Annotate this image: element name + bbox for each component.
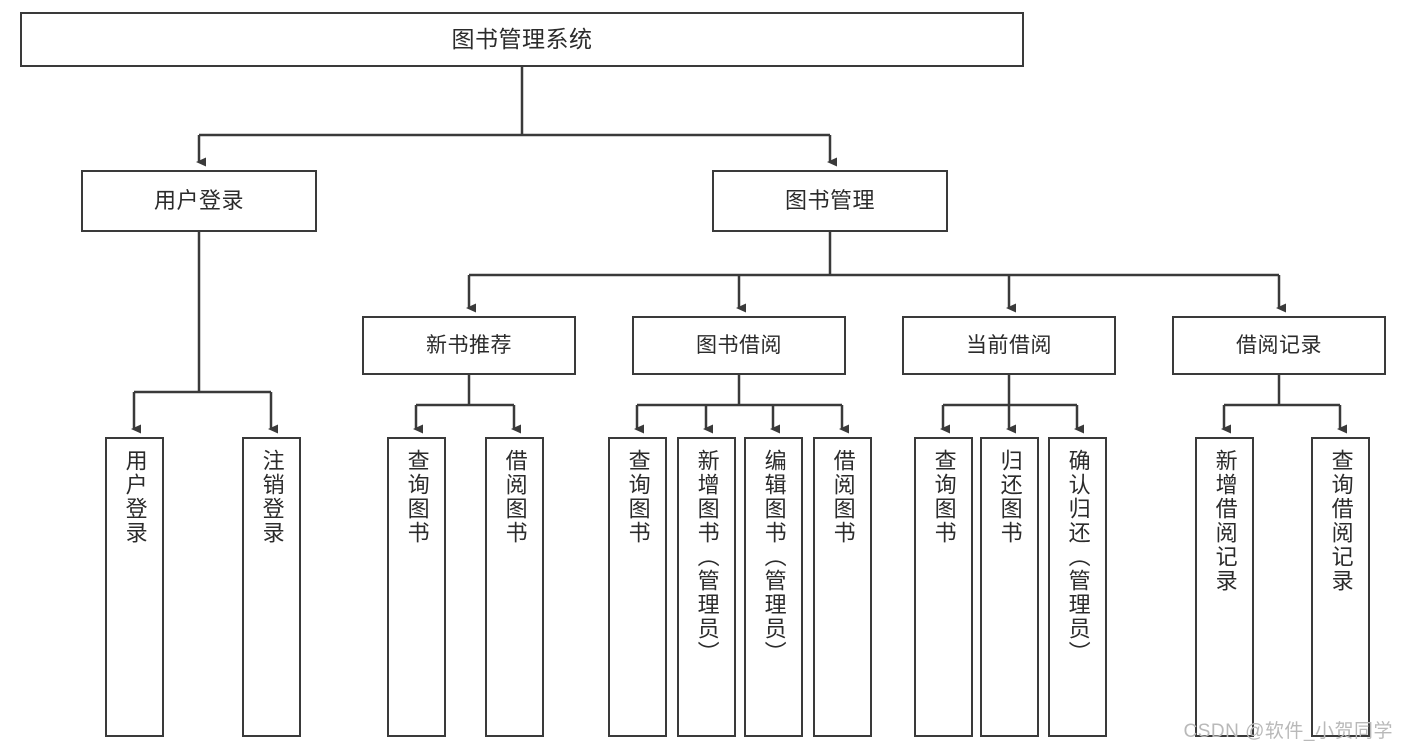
leaf-add-borrow-record[interactable]: 新增借阅记录 — [1195, 437, 1254, 737]
node-book-borrow[interactable]: 图书借阅 — [632, 316, 846, 375]
node-label: 注销登录 — [259, 449, 285, 545]
watermark: CSDN @软件_小贺同学 — [1183, 721, 1393, 742]
node-label: 借阅图书 — [830, 449, 856, 545]
node-label: 借阅记录 — [1236, 333, 1322, 357]
leaf-search-borrow-record[interactable]: 查询借阅记录 — [1311, 437, 1370, 737]
leaf-search-book-current[interactable]: 查询图书 — [914, 437, 973, 737]
node-label: 查询借阅记录 — [1328, 449, 1354, 593]
node-label: 编辑图书（管理员） — [761, 449, 787, 665]
leaf-return-book[interactable]: 归还图书 — [980, 437, 1039, 737]
node-label: 新书推荐 — [426, 333, 512, 357]
leaf-borrow-book-new[interactable]: 借阅图书 — [485, 437, 544, 737]
leaf-confirm-return-admin[interactable]: 确认归还（管理员） — [1048, 437, 1107, 737]
leaf-logout[interactable]: 注销登录 — [242, 437, 301, 737]
leaf-search-book-new[interactable]: 查询图书 — [387, 437, 446, 737]
node-label: 查询图书 — [404, 449, 430, 545]
leaf-edit-book-admin[interactable]: 编辑图书（管理员） — [744, 437, 803, 737]
node-user-login[interactable]: 用户登录 — [81, 170, 317, 232]
leaf-user-login[interactable]: 用户登录 — [105, 437, 164, 737]
node-root-system[interactable]: 图书管理系统 — [20, 12, 1024, 67]
node-borrow-records[interactable]: 借阅记录 — [1172, 316, 1386, 375]
node-label: 用户登录 — [153, 187, 244, 213]
leaf-borrow-book[interactable]: 借阅图书 — [813, 437, 872, 737]
node-label: 新增图书（管理员） — [694, 449, 720, 665]
node-label: 新增借阅记录 — [1212, 449, 1238, 593]
node-label: 图书借阅 — [696, 333, 782, 357]
node-label: 图书管理 — [784, 187, 875, 213]
node-label: 图书管理系统 — [451, 25, 593, 52]
node-label: 查询图书 — [625, 449, 651, 545]
node-label: 当前借阅 — [966, 333, 1052, 357]
node-label: 用户登录 — [122, 449, 148, 545]
node-current-borrow[interactable]: 当前借阅 — [902, 316, 1116, 375]
node-label: 确认归还（管理员） — [1065, 449, 1091, 665]
node-new-book-recommend[interactable]: 新书推荐 — [362, 316, 576, 375]
leaf-search-book-borrow[interactable]: 查询图书 — [608, 437, 667, 737]
node-label: 借阅图书 — [502, 449, 528, 545]
node-book-management[interactable]: 图书管理 — [712, 170, 948, 232]
node-label: 查询图书 — [931, 449, 957, 545]
node-label: 归还图书 — [997, 449, 1023, 545]
leaf-add-book-admin[interactable]: 新增图书（管理员） — [677, 437, 736, 737]
